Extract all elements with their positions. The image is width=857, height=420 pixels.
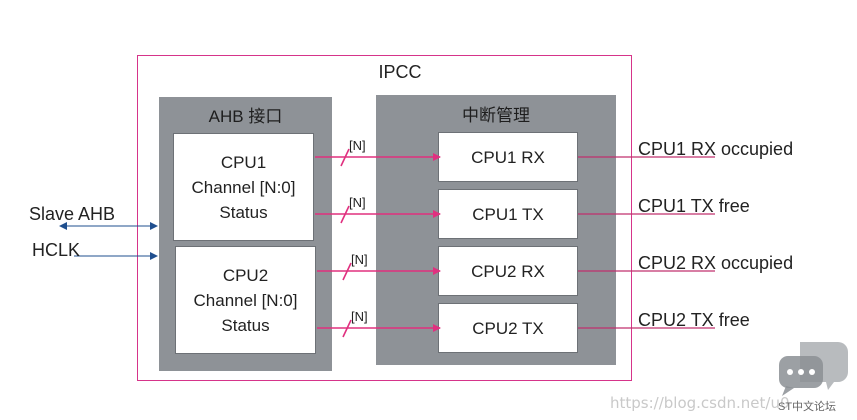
cpu1-rx-box: CPU1 RX: [438, 132, 578, 182]
bus-label-1: [N]: [349, 138, 366, 153]
bus-connectors: [315, 148, 441, 338]
interrupt-management-block: 中断管理 CPU1 RX CPU1 TX CPU2 RX CPU2 TX: [376, 95, 616, 365]
ipcc-frame: [137, 55, 632, 381]
bus-slash-4: [342, 319, 352, 338]
watermark-forum-name: ST中文论坛: [778, 401, 837, 413]
output-wires: [578, 156, 715, 329]
bus-slash-2: [340, 205, 350, 224]
output-label-cpu1-rx-occupied: CPU1 RX occupied: [638, 139, 794, 159]
hclk-label: HCLK: [32, 240, 81, 260]
cpu1-status-line2: Channel [N:0]: [191, 177, 296, 197]
slave-ahb-label: Slave AHB: [29, 204, 116, 224]
ipcc-title: IPCC: [378, 62, 422, 82]
bus-label-3: [N]: [351, 252, 368, 267]
bus-slash-1: [340, 148, 350, 167]
cpu2-channel-status-box: CPU2 Channel [N:0] Status: [175, 246, 316, 354]
output-label-cpu2-rx-occupied: CPU2 RX occupied: [638, 253, 794, 273]
cpu2-status-line3: Status: [221, 315, 270, 335]
bus-slash-3: [342, 262, 352, 281]
cpu2-rx-box: CPU2 RX: [438, 246, 578, 296]
cpu2-status-line1: CPU2: [222, 265, 269, 285]
interrupt-block-title: 中断管理: [462, 106, 530, 125]
output-label-cpu1-tx-free: CPU1 TX free: [638, 196, 750, 216]
output-label-cpu2-tx-free: CPU2 TX free: [638, 310, 750, 330]
ahb-block-title: AHB 接口: [208, 107, 283, 126]
watermark-url: https://blog.csdn.net/u0: [610, 394, 790, 412]
bus-label-2: [N]: [349, 195, 366, 210]
bus-label-4: [N]: [351, 309, 368, 324]
cpu1-channel-status-box: CPU1 Channel [N:0] Status: [173, 133, 314, 241]
cpu2-tx-box: CPU2 TX: [438, 303, 578, 353]
cpu1-status-line1: CPU1: [220, 152, 267, 172]
forum-logo-icon: [779, 342, 848, 396]
ahb-interface-block: AHB 接口 CPU1 Channel [N:0] Status CPU2 Ch…: [159, 97, 332, 371]
cpu1-tx-box: CPU1 TX: [438, 189, 578, 239]
cpu1-status-line3: Status: [219, 202, 268, 222]
cpu2-status-line2: Channel [N:0]: [193, 290, 298, 310]
